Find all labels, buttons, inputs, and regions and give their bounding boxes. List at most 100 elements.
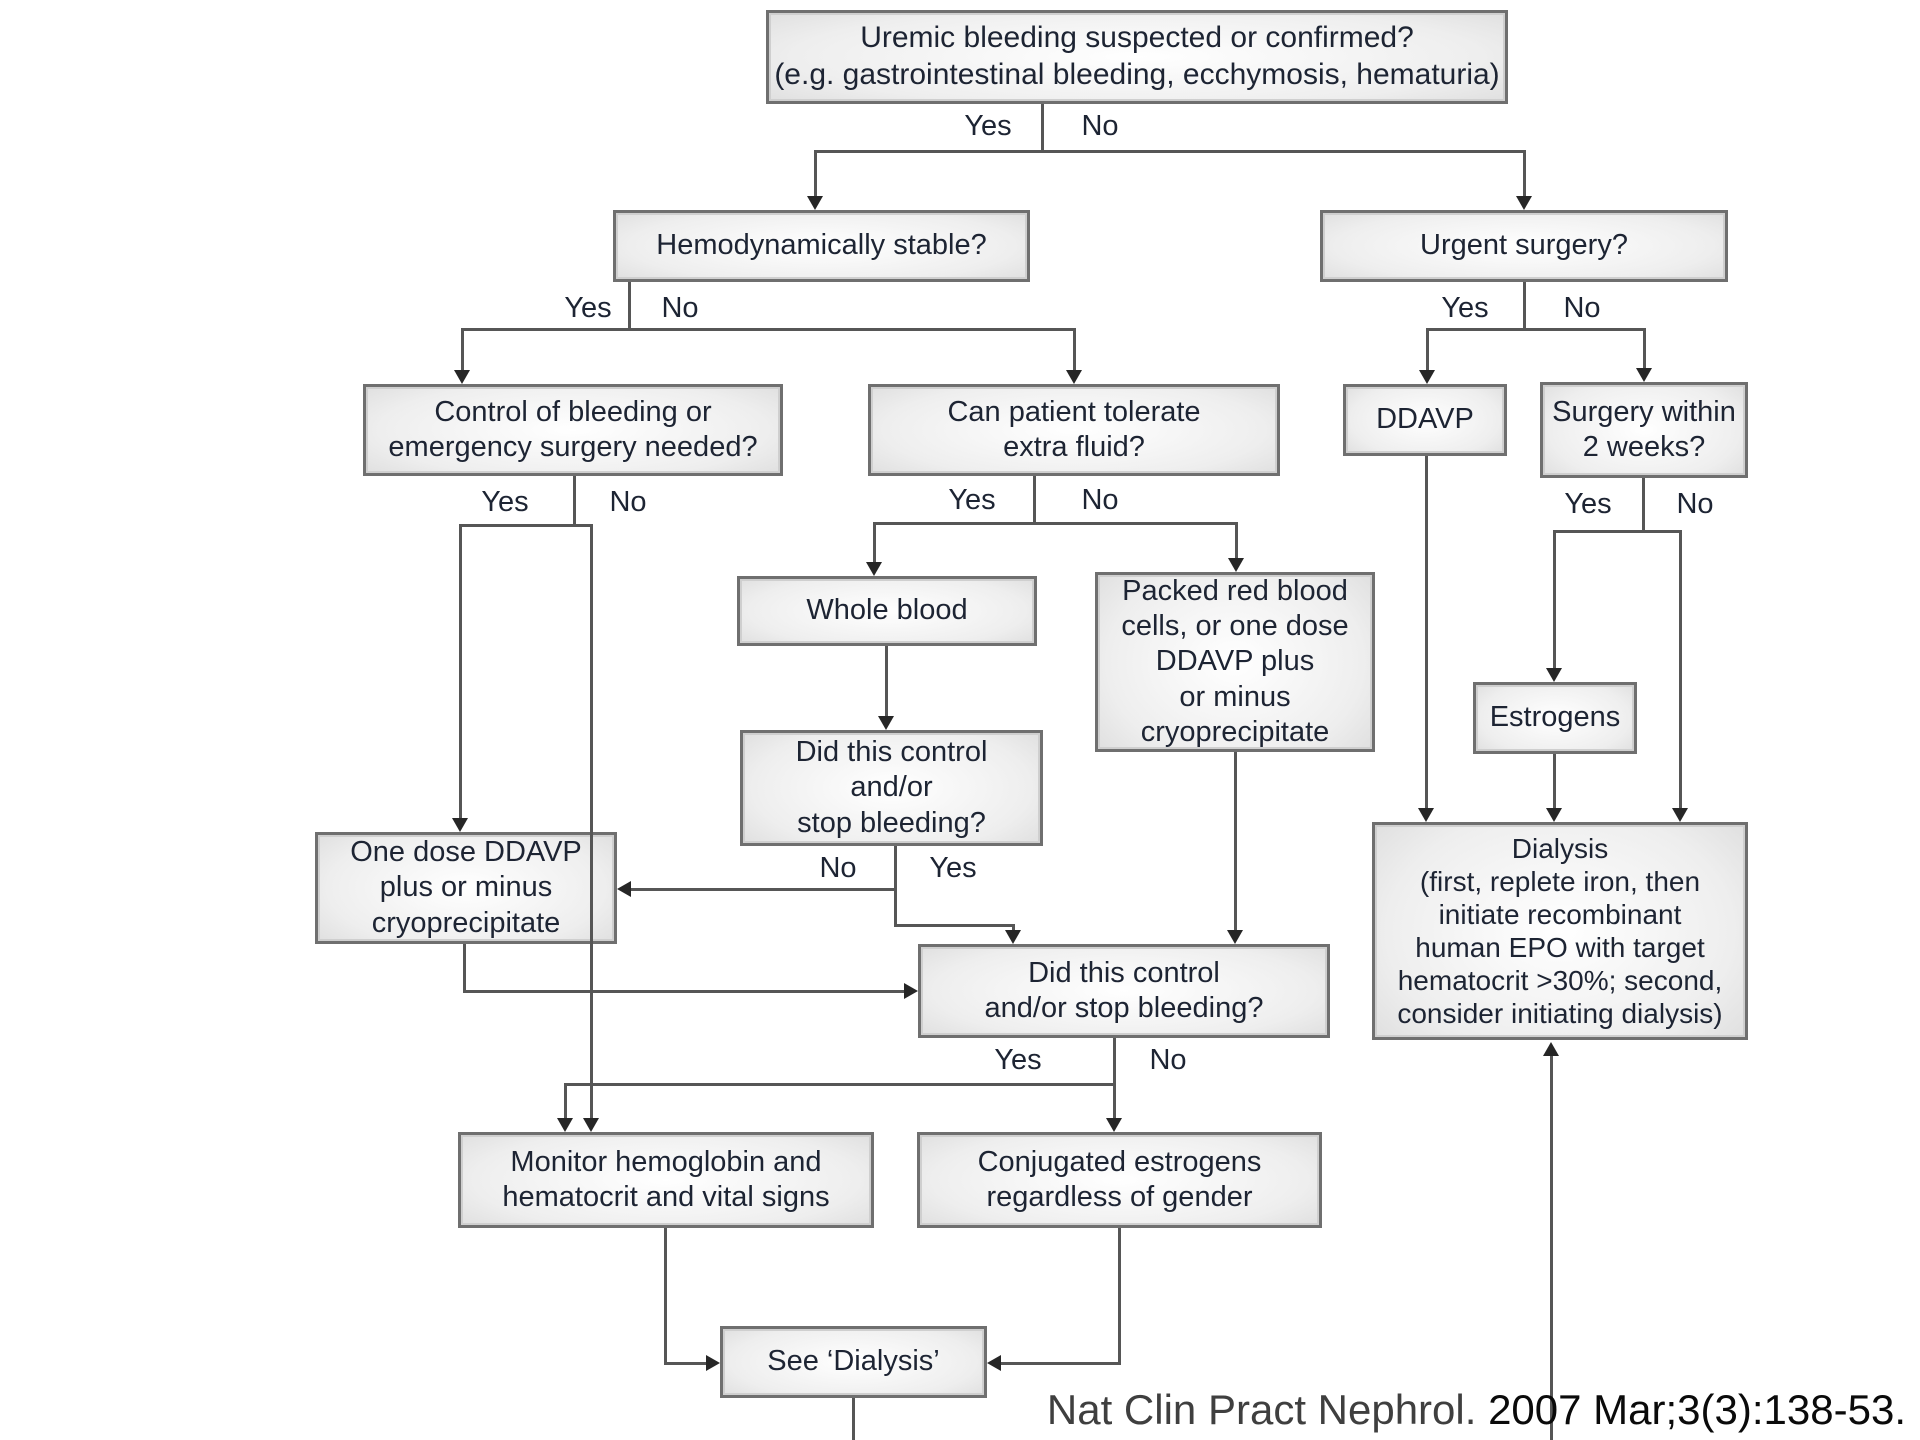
connector-hemo-stub (628, 282, 631, 330)
connector-did2-no-drop (1113, 1083, 1116, 1119)
edge-label-urgent-no: No (1563, 292, 1601, 324)
flow-node-monitor-hemoglobin: Monitor hemoglobin and hematocrit and vi… (458, 1132, 874, 1228)
citation-reference: 2007 Mar;3(3):138-53. (1488, 1386, 1906, 1433)
arrowhead-to-ddavp-icon (1419, 370, 1435, 384)
edge-label-can-yes: Yes (948, 484, 996, 516)
connector-ddavp-down (1425, 456, 1428, 810)
edge-label-hemo-yes: Yes (564, 292, 612, 324)
connector-did2-stub (1113, 1038, 1116, 1086)
connector-surgery-no-drop (1679, 530, 1682, 810)
connector-surgery-yes-drop (1553, 530, 1556, 670)
connector-monitor-horizontal (664, 1362, 706, 1365)
connector-estrogens-down (1553, 754, 1556, 810)
flow-node-packed-red-blood-cells: Packed red blood cells, or one dose DDAV… (1095, 572, 1375, 752)
arrowhead-to-one-dose-ddavp-icon (452, 818, 468, 832)
arrowhead-to-control-icon (454, 370, 470, 384)
citation-journal: Nat Clin Pract Nephrol. (1046, 1386, 1489, 1433)
flow-node-did-this-control-2: Did this control and/or stop bleeding? (918, 944, 1330, 1038)
arrowhead-to-estrogens-icon (1546, 668, 1562, 682)
connector-can-yes-drop (873, 522, 876, 564)
arrowhead-to-hemo-icon (807, 196, 823, 210)
edge-label-did2-no: No (1149, 1044, 1187, 1076)
edge-label-urgent-yes: Yes (1441, 292, 1489, 324)
flow-node-did-this-control-1: Did this control and/or stop bleeding? (740, 730, 1043, 846)
arrowhead-to-did-control-2-top-icon (1005, 930, 1021, 944)
edge-label-can-no: No (1081, 484, 1119, 516)
connector-bottom-to-dialysis (1550, 1056, 1553, 1440)
arrowhead-ddavp-to-dialysis-icon (1418, 808, 1434, 822)
connector-hemo-yes-drop (461, 328, 464, 372)
connector-can-stub (1033, 476, 1036, 524)
edge-label-surgery-yes: Yes (1564, 488, 1612, 520)
connector-urgent-stub (1523, 282, 1526, 330)
flow-node-control-of-bleeding: Control of bleeding or emergency surgery… (363, 384, 783, 476)
arrowhead-to-surgery2wk-icon (1636, 368, 1652, 382)
arrowhead-to-packed-rbc-icon (1228, 558, 1244, 572)
edge-label-control-yes: Yes (481, 486, 529, 518)
connector-control-yes-drop (459, 524, 462, 820)
flow-node-can-patient-tolerate-fluid: Can patient tolerate extra fluid? (868, 384, 1280, 476)
edge-label-hemo-no: No (661, 292, 699, 324)
connector-control-no-drop (590, 524, 593, 1120)
flow-node-see-dialysis: See ‘Dialysis’ (720, 1326, 987, 1398)
arrowhead-up-to-dialysis-icon (1543, 1042, 1559, 1056)
connector-onedose-horizontal (463, 990, 904, 993)
edge-label-surgery-no: No (1676, 488, 1714, 520)
flow-node-whole-blood: Whole blood (737, 576, 1037, 646)
connector-control-branch (459, 524, 593, 527)
connector-surgery-branch (1553, 530, 1682, 533)
flow-node-hemodynamically-stable: Hemodynamically stable? (613, 210, 1030, 282)
connector-uremic-yes-drop (814, 150, 817, 196)
flow-node-dialysis: Dialysis (first, replete iron, then init… (1372, 822, 1748, 1040)
flow-node-one-dose-ddavp: One dose DDAVP plus or minus cryoprecipi… (315, 832, 617, 944)
edge-label-uremic-yes: Yes (964, 110, 1012, 142)
connector-can-no-drop (1235, 522, 1238, 560)
connector-did1-stub (894, 846, 897, 890)
arrowhead-to-did-control-1-icon (878, 716, 894, 730)
edge-label-did2-yes: Yes (994, 1044, 1042, 1076)
connector-control-stub (573, 476, 576, 526)
flow-node-uremic-bleeding: Uremic bleeding suspected or confirmed? … (766, 10, 1508, 104)
connector-did2-branch (564, 1083, 1116, 1086)
connector-did1-yes-down (894, 888, 897, 926)
arrowhead-to-monitor-left-icon (583, 1118, 599, 1132)
connector-monitor-down (664, 1228, 667, 1364)
connector-see-dialysis-down (852, 1398, 855, 1440)
flow-node-ddavp: DDAVP (1343, 384, 1507, 456)
connector-did1-yes-horizontal (894, 924, 1015, 927)
connector-surgery-stub (1642, 478, 1645, 532)
arrowhead-to-monitor-icon (557, 1118, 573, 1132)
flow-node-estrogens: Estrogens (1473, 682, 1637, 754)
connector-hemo-branch (461, 328, 1076, 331)
connector-wholeblood-down (885, 646, 888, 718)
connector-urgent-branch (1426, 328, 1646, 331)
connector-urgent-yes-drop (1426, 328, 1429, 372)
flow-node-conjugated-estrogens: Conjugated estrogens regardless of gende… (917, 1132, 1322, 1228)
connector-conjugated-horizontal (1001, 1362, 1121, 1365)
connector-urgent-no-drop (1643, 328, 1646, 370)
arrowhead-to-can-tolerate-icon (1066, 370, 1082, 384)
arrowhead-surgeryno-to-dialysis-icon (1672, 808, 1688, 822)
connector-hemo-no-drop (1073, 328, 1076, 372)
connector-conjugated-down (1118, 1228, 1121, 1364)
arrowhead-estrogens-to-dialysis-icon (1546, 808, 1562, 822)
arrowhead-to-conjugated-icon (1106, 1118, 1122, 1132)
edge-label-did1-yes: Yes (929, 852, 977, 884)
connector-did1-no-horizontal (631, 888, 897, 891)
connector-did2-yes-drop (564, 1083, 567, 1119)
arrowhead-to-see-dialysis-right-icon (987, 1355, 1001, 1371)
edge-label-control-no: No (609, 486, 647, 518)
arrowhead-to-whole-blood-icon (866, 562, 882, 576)
edge-label-uremic-no: No (1081, 110, 1119, 142)
arrowhead-to-did-control-2-left-icon (904, 983, 918, 999)
arrowhead-to-one-dose-ddavp-left-icon (617, 881, 631, 897)
arrowhead-to-urgent-icon (1516, 196, 1532, 210)
flow-node-urgent-surgery: Urgent surgery? (1320, 210, 1728, 282)
connector-did1-yes-drop (1012, 924, 1015, 934)
connector-can-branch (873, 522, 1238, 525)
arrowhead-to-see-dialysis-left-icon (706, 1355, 720, 1371)
citation: Nat Clin Pract Nephrol. 2007 Mar;3(3):13… (1047, 1386, 1906, 1434)
connector-onedose-down (463, 944, 466, 992)
connector-packedrbc-down (1234, 752, 1237, 932)
